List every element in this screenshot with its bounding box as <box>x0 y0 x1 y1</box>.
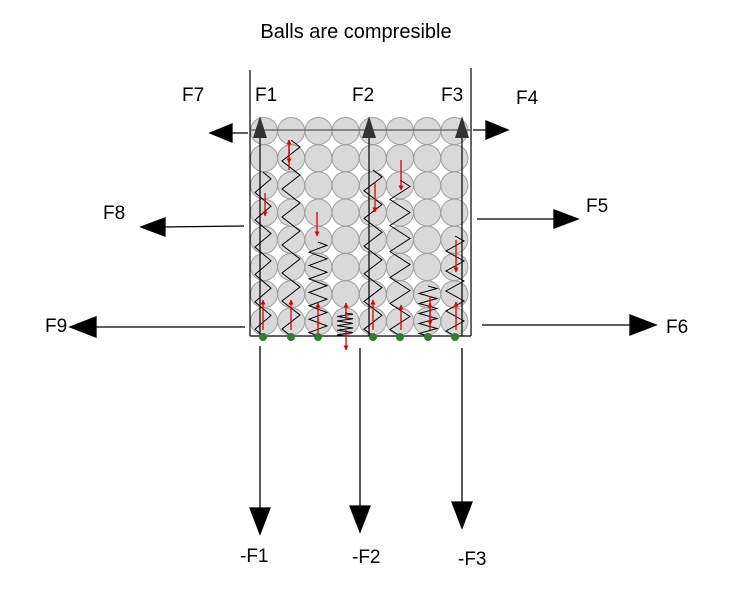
label-neg-f3: -F3 <box>458 549 487 570</box>
ball <box>413 144 442 173</box>
label-f4: F4 <box>516 88 539 109</box>
ball <box>358 198 387 227</box>
spring-8 <box>444 235 466 337</box>
ball <box>304 253 333 281</box>
label-f6: F6 <box>666 317 688 338</box>
ball <box>277 171 306 200</box>
label-f7: F7 <box>182 85 204 106</box>
ball <box>304 117 333 145</box>
label-neg-f1: -F1 <box>240 546 269 567</box>
ball <box>413 171 442 200</box>
ball <box>440 144 469 173</box>
ball <box>386 144 414 173</box>
ball <box>277 225 306 254</box>
ball <box>413 253 442 281</box>
arrow-neg-f1-head <box>249 507 271 536</box>
ball <box>277 198 306 227</box>
node <box>451 333 459 341</box>
rod-tips <box>253 116 469 138</box>
ball <box>331 253 360 281</box>
ball <box>331 117 360 145</box>
ball <box>358 144 387 173</box>
label-f9: F9 <box>45 316 67 337</box>
rod-tip-f3 <box>455 116 469 138</box>
label-f8: F8 <box>103 203 125 224</box>
ball <box>386 225 414 254</box>
node <box>259 333 267 341</box>
rods <box>259 120 463 336</box>
ball <box>413 117 442 145</box>
ball <box>304 198 333 227</box>
force-arrows <box>68 120 658 536</box>
ball <box>304 171 333 200</box>
ball <box>440 198 469 227</box>
diagram-title: Balls are compresible <box>260 21 451 43</box>
ball <box>413 198 442 227</box>
spring-4 <box>336 312 354 337</box>
arrow-neg-f3-head <box>451 501 473 530</box>
spring-5 <box>363 169 383 337</box>
bottom-nodes <box>259 333 459 341</box>
ball <box>304 225 333 254</box>
arrow-f4-head <box>485 120 510 140</box>
ball <box>440 225 469 254</box>
label-neg-f2: -F2 <box>352 547 381 568</box>
ball <box>440 280 469 309</box>
ball <box>331 144 360 173</box>
rod-tip-f2 <box>362 116 376 138</box>
node <box>424 333 432 341</box>
ball <box>440 171 469 200</box>
ball <box>413 225 442 254</box>
arrow-f8 <box>161 225 245 228</box>
ball <box>440 253 469 281</box>
arrow-f6-head <box>629 314 658 336</box>
ball <box>331 171 360 200</box>
spring-7 <box>417 285 439 337</box>
node <box>287 333 295 341</box>
label-f1: F1 <box>255 85 277 106</box>
arrow-f7-head <box>208 123 233 143</box>
ball <box>277 253 306 281</box>
arrow-f9-head <box>68 316 97 338</box>
label-f2: F2 <box>352 85 374 106</box>
spring-6 <box>389 179 411 337</box>
node <box>396 333 404 341</box>
arrow-f8-head <box>139 217 166 237</box>
label-f3: F3 <box>441 85 463 106</box>
ball <box>386 171 414 200</box>
ball <box>386 117 414 145</box>
spring-1 <box>254 171 272 337</box>
ball <box>331 198 360 227</box>
node <box>314 333 322 341</box>
node <box>369 333 377 341</box>
ball <box>386 307 414 336</box>
ball <box>304 144 333 173</box>
ball <box>331 225 360 254</box>
ball <box>250 144 278 173</box>
container-walls <box>249 68 472 337</box>
label-f5: F5 <box>586 196 608 217</box>
arrow-neg-f2-head <box>349 505 371 534</box>
rod-tip-f1 <box>253 116 267 138</box>
ball <box>358 171 387 200</box>
arrow-f5-head <box>553 209 580 229</box>
